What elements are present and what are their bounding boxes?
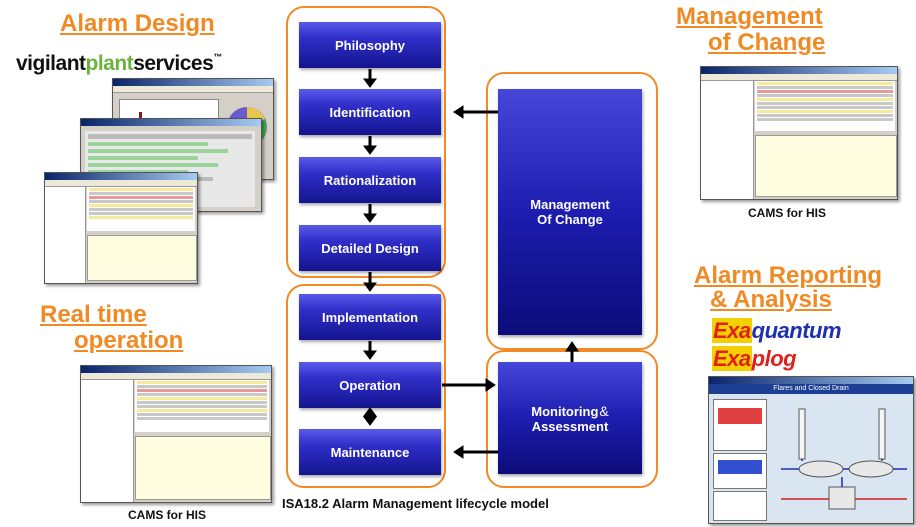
stage-rationalization: Rationalization	[299, 157, 441, 203]
exaplog-prefix: Exa	[712, 346, 752, 371]
moc-heading-line2: of Change	[708, 29, 826, 56]
real-time-operation-heading: Real time operation	[40, 302, 183, 354]
alarm-design-cams-screenshot	[44, 172, 198, 284]
moc-heading-line1: Management	[676, 3, 823, 30]
exaplog-logo: Exaplog	[712, 346, 797, 372]
flare-hmi-screenshot: Flares and Closed Drain	[708, 376, 914, 524]
arrow-philosophy-to-identification	[363, 69, 377, 88]
real-time-line2: operation	[74, 327, 184, 354]
arrow-detailed-design-to-implementation	[363, 272, 377, 292]
stage-maintenance-label: Maintenance	[330, 444, 410, 460]
stage-identification: Identification	[299, 89, 441, 135]
trademark-mark: ™	[213, 52, 222, 62]
services-word: services	[133, 52, 214, 75]
arrow-operation-maintenance-bidirectional	[363, 407, 377, 426]
exaplog-suffix: plog	[751, 346, 797, 371]
management-of-change-box: Management Of Change	[498, 89, 642, 335]
monitoring-line1: Monitoring	[531, 403, 599, 419]
reporting-line2: & Analysis	[710, 286, 832, 313]
plant-word: plant	[85, 52, 134, 75]
alarm-reporting-heading: Alarm Reporting & Analysis	[694, 264, 882, 312]
arrow-identification-to-rationalization	[363, 136, 377, 155]
cams-for-his-caption-bottom: CAMS for HIS	[128, 508, 206, 522]
stage-rationalization-label: Rationalization	[323, 172, 417, 188]
stage-operation: Operation	[299, 362, 441, 408]
arrow-operation-to-monitoring	[442, 378, 496, 392]
alarm-design-heading: Alarm Design	[60, 10, 215, 37]
reporting-line1: Alarm Reporting	[694, 262, 883, 289]
moc-line1: Management	[530, 197, 610, 212]
design-phase-frame	[286, 6, 446, 278]
exaquantum-suffix: quantum	[751, 318, 842, 343]
stage-philosophy-label: Philosophy	[334, 37, 406, 53]
vigilant-word: vigilant	[16, 52, 86, 75]
arrow-implementation-to-operation	[363, 341, 377, 360]
monitoring-line2: Assessment	[531, 418, 609, 434]
management-of-change-heading: Management of Change	[676, 4, 825, 56]
arrow-monitoring-to-maintenance	[453, 445, 498, 459]
lifecycle-model-title: ISA18.2 Alarm Management lifecycle model	[282, 496, 549, 511]
vigilant-plant-services-logo: vigilantplantservices™	[16, 52, 222, 76]
hmi-title-bar: Flares and Closed Drain	[709, 384, 913, 394]
stage-identification-label: Identification	[329, 104, 411, 120]
arrow-moc-to-identification	[453, 105, 498, 119]
stage-maintenance: Maintenance	[299, 429, 441, 475]
monitoring-ampersand: &	[599, 402, 609, 419]
realtime-cams-screenshot	[80, 365, 272, 503]
exaquantum-prefix: Exa	[712, 318, 752, 343]
stage-operation-label: Operation	[339, 377, 401, 393]
stage-implementation: Implementation	[299, 294, 441, 340]
stage-implementation-label: Implementation	[321, 309, 419, 325]
monitoring-assessment-box: Monitoring& Assessment	[498, 362, 642, 474]
arrow-rationalization-to-detailed-design	[363, 204, 377, 223]
arrow-monitoring-to-moc	[565, 341, 579, 362]
exaquantum-logo: Exaquantum	[712, 318, 842, 344]
real-time-line1: Real time	[40, 301, 147, 328]
cams-for-his-caption-top: CAMS for HIS	[748, 206, 826, 220]
stage-philosophy: Philosophy	[299, 22, 441, 68]
stage-detailed-design-label: Detailed Design	[321, 240, 419, 256]
moc-cams-screenshot	[700, 66, 898, 200]
moc-line2: Of Change	[537, 212, 603, 227]
flare-process-graphic	[781, 408, 907, 510]
stage-detailed-design: Detailed Design	[299, 225, 441, 271]
